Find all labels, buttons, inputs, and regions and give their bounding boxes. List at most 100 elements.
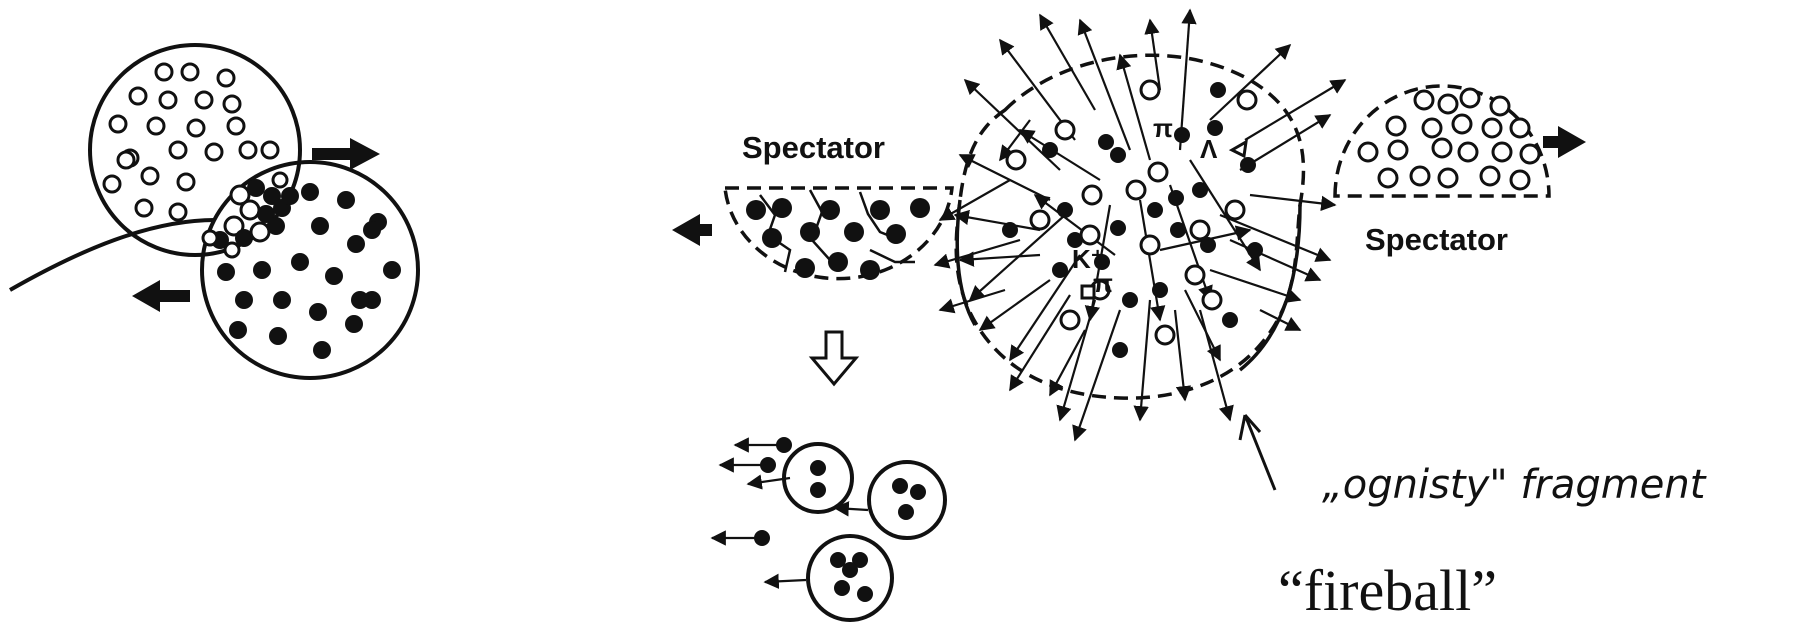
fireball-caption: “fireball” <box>1278 558 1497 623</box>
nucleon-hollow <box>1453 115 1471 133</box>
particle-hollow <box>1031 211 1049 229</box>
nucleon-hollow <box>178 174 194 190</box>
nucleon-hollow <box>240 142 256 158</box>
nucleon-hollow <box>225 243 239 257</box>
nucleon-filled <box>800 222 820 242</box>
particle-filled <box>1052 262 1068 278</box>
particle-filled <box>1247 242 1263 258</box>
nucleon-filled <box>810 460 826 476</box>
nucleon-filled <box>776 437 792 453</box>
nucleon-hollow <box>1511 171 1529 189</box>
particle-filled <box>1192 182 1208 198</box>
nucleon-hollow <box>1491 97 1509 115</box>
hollow-down-arrow-icon <box>812 332 856 384</box>
nucleon-hollow <box>251 223 269 241</box>
particle-hollow <box>1007 151 1025 169</box>
nucleon-filled <box>834 580 850 596</box>
particle-filled <box>1042 142 1058 158</box>
particle-hollow <box>1081 226 1099 244</box>
particle-filled <box>1122 292 1138 308</box>
colliding-nuclei <box>10 45 418 378</box>
particle-hollow <box>1238 91 1256 109</box>
nucleon-hollow <box>110 116 126 132</box>
particle-hollow <box>1203 291 1221 309</box>
nucleon-filled <box>267 217 285 235</box>
particle-track <box>1175 310 1185 400</box>
particle-filled <box>1110 220 1126 236</box>
nucleon-hollow <box>203 231 217 245</box>
projectile-nucleons <box>104 64 278 220</box>
handwritten-note: „ognisty" fragment <box>1322 462 1707 508</box>
nucleon-hollow <box>1433 139 1451 157</box>
nucleon-hollow <box>1389 141 1407 159</box>
nucleon-hollow <box>1411 167 1429 185</box>
nucleon-filled <box>860 260 880 280</box>
particle-track <box>1250 195 1335 205</box>
lambda-label: Λ <box>1200 134 1218 164</box>
particle-hollow <box>1141 81 1159 99</box>
particle-track <box>1010 255 1080 360</box>
particle-filled <box>1057 202 1073 218</box>
nucleon-filled <box>309 303 327 321</box>
nucleon-filled <box>269 327 287 345</box>
bold-arrow-icon <box>672 214 712 246</box>
particle-hollow <box>1061 311 1079 329</box>
fireball-particles <box>1002 81 1263 358</box>
particle-track <box>955 215 1040 230</box>
particle-track <box>1080 20 1130 150</box>
nucleon-filled <box>235 291 253 309</box>
nucleon-hollow <box>1481 167 1499 185</box>
nucleon-hollow <box>156 64 172 80</box>
cluster <box>784 444 852 512</box>
nucleon-hollow <box>118 152 134 168</box>
cluster <box>869 462 945 538</box>
particle-track <box>940 290 1005 310</box>
nucleon-filled <box>842 562 858 578</box>
nucleon-hollow <box>1415 91 1433 109</box>
nucleon-filled <box>844 222 864 242</box>
nucleon-filled <box>898 504 914 520</box>
particle-filled <box>1174 127 1190 143</box>
spectator-left-label: Spectator <box>742 130 885 165</box>
nucleon-filled <box>217 263 235 281</box>
particle-filled <box>1152 282 1168 298</box>
nucleon-filled <box>820 200 840 220</box>
nucleon-hollow <box>1483 119 1501 137</box>
particle-hollow <box>1149 163 1167 181</box>
particle-hollow <box>1127 181 1145 199</box>
nucleon-filled <box>886 224 906 244</box>
nucleon-filled <box>347 235 365 253</box>
nucleon-filled <box>762 228 782 248</box>
nucleon-hollow <box>130 88 146 104</box>
particle-filled <box>1147 202 1163 218</box>
nucleon-filled <box>313 341 331 359</box>
nucleon-hollow <box>136 200 152 216</box>
particle-track <box>1050 330 1085 395</box>
nucleon-hollow <box>1459 143 1477 161</box>
nucleon-hollow <box>148 118 164 134</box>
nucleon-filled <box>301 183 319 201</box>
pion-label: π <box>1153 113 1173 143</box>
nucleon-hollow <box>1461 89 1479 107</box>
nucleon-hollow <box>206 144 222 160</box>
emission-arrow <box>765 580 806 582</box>
fireball: π K⁺ π Λ <box>935 10 1345 440</box>
nucleon-hollow <box>160 92 176 108</box>
nucleon-hollow <box>1359 143 1377 161</box>
nucleon-filled <box>281 187 299 205</box>
bold-arrow-icon <box>1543 126 1586 158</box>
particle-hollow <box>1226 201 1244 219</box>
particle-filled <box>1170 222 1186 238</box>
nucleon-hollow <box>1521 145 1539 163</box>
emission-arrow <box>835 508 868 510</box>
nucleon-filled <box>247 179 265 197</box>
nucleon-filled <box>910 484 926 500</box>
spectator-right-group: Spectator <box>1335 86 1586 257</box>
bold-arrow-icon <box>132 280 190 312</box>
nucleon-hollow <box>170 142 186 158</box>
particle-track <box>1140 300 1150 420</box>
nucleon-hollow <box>196 92 212 108</box>
nucleon-hollow <box>142 168 158 184</box>
nucleon-hollow <box>1439 169 1457 187</box>
particle-track <box>960 155 1050 200</box>
